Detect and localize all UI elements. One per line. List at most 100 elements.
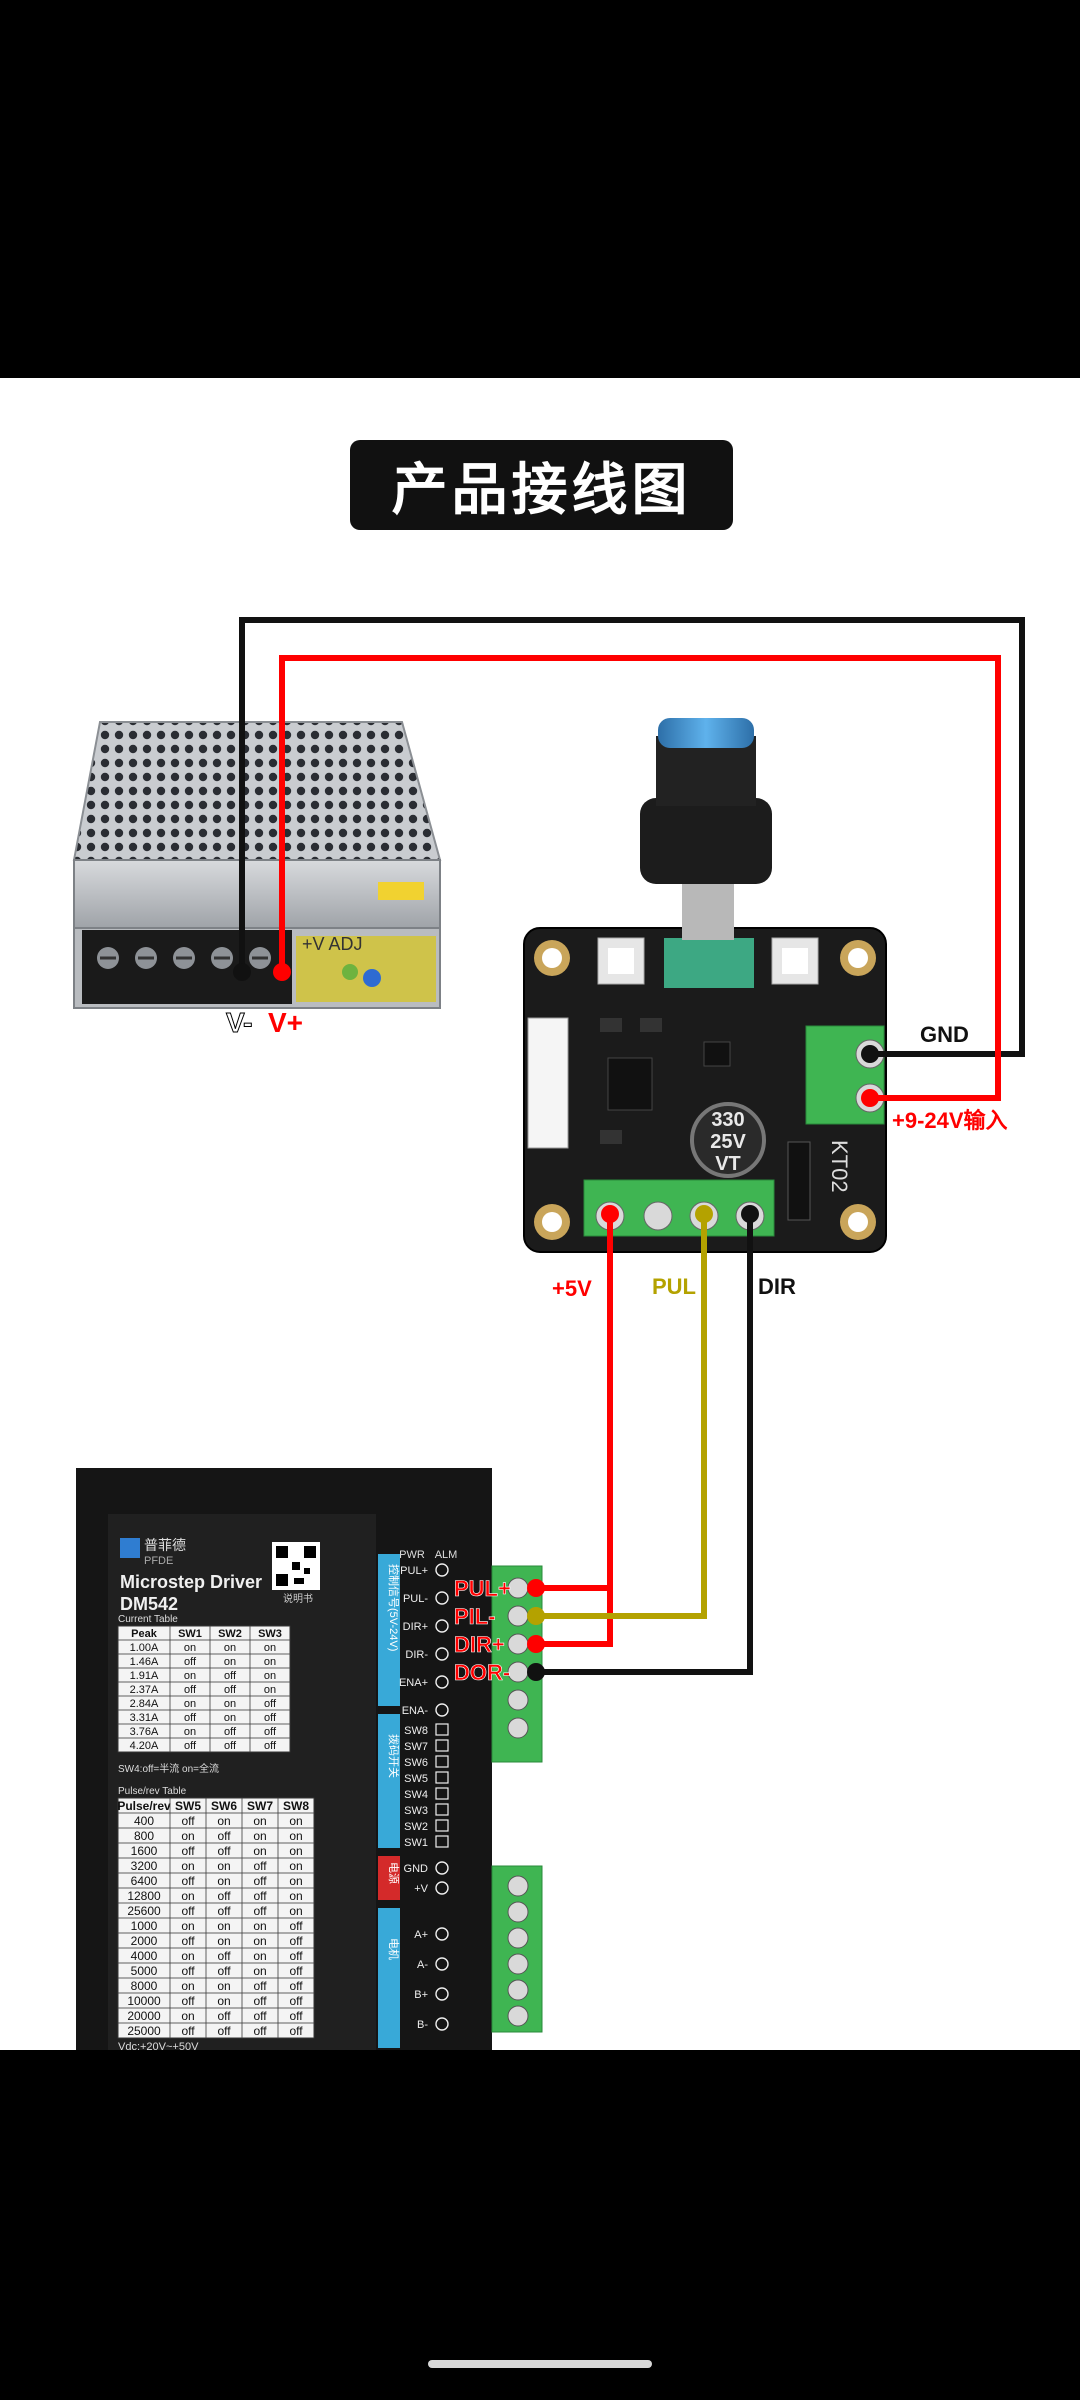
- current-table-value: off: [184, 1740, 197, 1752]
- ic-chip: [607, 1057, 653, 1111]
- terminal-screw: [507, 1717, 529, 1739]
- pulse-table-value: off: [289, 1994, 303, 2008]
- pulse-table-value: off: [289, 2009, 303, 2023]
- pulse-table-value: off: [181, 1964, 195, 1978]
- capacitor: [690, 1102, 766, 1178]
- pulse-table-value: off: [181, 1814, 195, 1828]
- potentiometer-body: [664, 938, 754, 988]
- current-table-value: 1.46A: [130, 1656, 159, 1668]
- pulse-table-value: on: [217, 1979, 230, 1993]
- current-table-value: 2.84A: [130, 1698, 159, 1710]
- wire-vin: [279, 655, 1001, 1101]
- brand-logo-block: [120, 1538, 140, 1558]
- current-table-value: on: [184, 1670, 196, 1682]
- node-pul-plus: [527, 1579, 545, 1597]
- pulse-table-value: 8000: [131, 1979, 158, 1993]
- conn-label-dir-plus: DIR+: [454, 1632, 505, 1657]
- transistor: [703, 1041, 731, 1067]
- terminal-symbol-icon: [435, 1563, 449, 1577]
- pulse-table-value: off: [217, 2024, 231, 2038]
- pulse-table-value: on: [217, 1934, 230, 1948]
- psu-adj-label: +V ADJ: [302, 934, 363, 954]
- pulse-table-value: off: [253, 2009, 267, 2023]
- sw4-note: SW4:off=半流 on=全流: [118, 1762, 219, 1775]
- driver-terminal-labels: PUL+PUL-DIR+DIR-ENA+ENA-SW8SW7SW6SW5SW4S…: [399, 1563, 449, 2031]
- smd-1: [600, 1018, 622, 1032]
- dip-switch-label: SW5: [404, 1773, 428, 1785]
- pulse-table-value: off: [217, 1844, 231, 1858]
- dip-switch-label: SW6: [404, 1757, 428, 1769]
- signal-terminal-label: DIR-: [405, 1649, 428, 1661]
- side-tab-motor-label: 电机: [387, 1938, 401, 1960]
- label-5v: +5V: [552, 1276, 592, 1301]
- pulse-table-caption: Pulse/rev Table: [118, 1786, 187, 1797]
- current-table-value: off: [184, 1684, 197, 1696]
- terminal-screw: [507, 1661, 529, 1683]
- psu-trimmer: [363, 969, 381, 987]
- current-table-header: SW3: [258, 1628, 282, 1640]
- terminal-screw: [507, 1577, 529, 1599]
- pulse-table-value: on: [289, 1889, 302, 1903]
- output-screw-2: [643, 1201, 673, 1231]
- pulse-table-header: Pulse/rev: [117, 1799, 171, 1813]
- current-table-value: on: [224, 1656, 236, 1668]
- pulse-table-value: off: [181, 2024, 195, 2038]
- pulse-table-value: 400: [134, 1814, 154, 1828]
- label-vin: +9-24V输入: [892, 1108, 1008, 1133]
- capacitor-label-1: 330: [711, 1109, 744, 1131]
- pulse-table-value: off: [289, 1949, 303, 1963]
- pulse-table-value: off: [253, 2024, 267, 2038]
- dip-switch: [435, 1819, 449, 1832]
- node-vin: [861, 1089, 879, 1107]
- side-tab-motor: [378, 1908, 400, 2048]
- wiring-diagram-canvas: +V ADJ V- V+: [0, 378, 1080, 2050]
- current-table-value: off: [184, 1656, 197, 1668]
- current-table-value: off: [224, 1684, 237, 1696]
- diagram-title: 产品接线图: [350, 440, 733, 530]
- knob-blue-cap: [658, 718, 754, 748]
- pulse-table-value: on: [217, 1994, 230, 2008]
- pulse-table-value: off: [217, 1949, 231, 1963]
- terminal-symbol-icon: [435, 1957, 449, 1971]
- pulse-table-value: on: [253, 1919, 266, 1933]
- pulse-table-value: 4000: [131, 1949, 158, 1963]
- terminal-screw: [507, 1979, 529, 2001]
- terminal-screw: [507, 1953, 529, 1975]
- home-indicator[interactable]: [428, 2360, 652, 2368]
- conn-label-pul-minus: PIL-: [454, 1604, 496, 1629]
- pulse-table-header: SW5: [175, 1799, 201, 1813]
- terminal-screw: [507, 1927, 529, 1949]
- current-table-value: 2.37A: [130, 1684, 159, 1696]
- pulse-table-value: on: [289, 1829, 302, 1843]
- pulse-table-value: on: [217, 1859, 230, 1873]
- brand-cn: 普菲德: [144, 1537, 186, 1553]
- current-table-cell: [249, 1737, 291, 1753]
- terminal-screw: [507, 2005, 529, 2027]
- node-gnd: [861, 1045, 879, 1063]
- terminal-symbol-icon: [435, 1619, 449, 1633]
- pulse-table-value: off: [289, 1979, 303, 1993]
- current-table-value: on: [264, 1684, 276, 1696]
- pulse-table-value: 1600: [131, 1844, 158, 1858]
- current-table-value: 4.20A: [130, 1740, 159, 1752]
- node-pul-minus: [527, 1607, 545, 1625]
- current-table-header: Peak: [131, 1628, 158, 1640]
- node-dir-minus: [527, 1663, 545, 1681]
- pulse-table-value: off: [289, 1964, 303, 1978]
- pulse-table-value: 20000: [127, 2009, 161, 2023]
- dip-switch: [435, 1771, 449, 1784]
- header-pins: [787, 1141, 811, 1221]
- pulse-table-value: on: [253, 1964, 266, 1978]
- pulse-table-value: off: [181, 1844, 195, 1858]
- terminal-symbol-icon: [435, 1703, 449, 1717]
- pulse-table-value: on: [181, 1949, 194, 1963]
- signal-terminal-label: PUL+: [400, 1565, 428, 1577]
- side-tab-signal: [378, 1554, 400, 1706]
- pulse-table-value: off: [253, 1904, 267, 1918]
- terminal-symbol-icon: [435, 1927, 449, 1941]
- dip-switch: [435, 1787, 449, 1800]
- current-table-value: off: [264, 1740, 277, 1752]
- top-black-band: [0, 0, 1080, 378]
